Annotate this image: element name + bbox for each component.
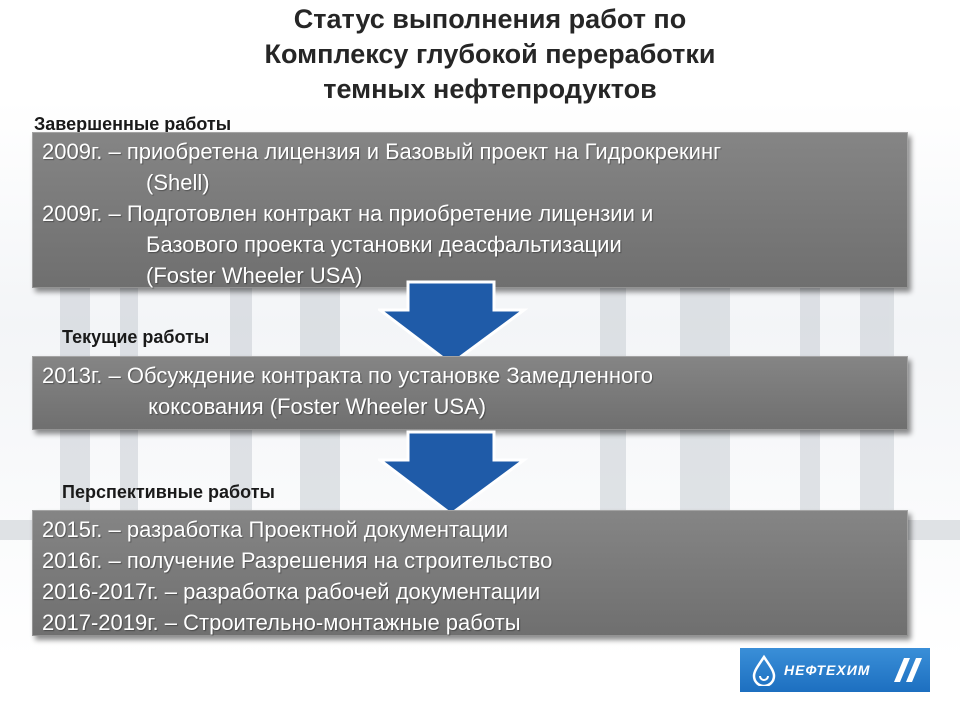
item-year: 2013г. – [42,363,127,388]
future-works-label: Перспективные работы [62,482,275,502]
company-logo: НЕФТЕХИМ [740,648,930,692]
slide-title: Статус выполнения работ по Комплексу глу… [170,2,810,107]
item-text-continued: (Shell) [146,170,210,195]
completed-item-2: 2009г. – Подготовлен контракт на приобре… [42,198,898,229]
item-text: Подготовлен контракт на приобретение лиц… [126,201,654,226]
item-year: 2009г. – [42,201,127,226]
item-year: 2009г. – [42,139,127,164]
logo-mark-icon [894,658,922,682]
completed-works-label: Завершенные работы [34,114,232,134]
title-line-3: темных нефтепродуктов [323,74,657,104]
future-item: 2015г. – разработка Проектной документац… [42,517,509,542]
current-works-box: 2013г. – Обсуждение контракта по установ… [32,356,908,430]
future-item: 2016г. – получение Разрешения на строите… [42,548,553,573]
logo-text: НЕФТЕХИМ [784,662,871,678]
item-text: приобретена лицензия и Базовый проект на… [126,139,722,164]
item-text-continued: (Foster Wheeler USA) [146,263,363,288]
drop-logo-icon [752,654,776,686]
title-line-2: Комплексу глубокой переработки [264,39,716,69]
item-text-continued: Базового проекта установки деасфальтизац… [146,232,622,257]
future-works-box: 2015г. – разработка Проектной документац… [32,510,908,636]
item-text: Обсуждение контракта по установке Замедл… [126,363,653,388]
completed-works-box: 2009г. – приобретена лицензия и Базовый … [32,132,908,288]
item-text-continued: коксования (Foster Wheeler USA) [142,394,487,419]
current-works-label: Текущие работы [62,327,210,347]
future-item: 2017-2019г. – Строительно-монтажные рабо… [42,610,521,635]
future-item: 2016-2017г. – разработка рабочей докумен… [42,579,541,604]
title-line-1: Статус выполнения работ по [293,4,687,34]
down-arrow-icon [378,430,528,516]
current-item-1: 2013г. – Обсуждение контракта по установ… [42,360,898,391]
down-arrow-icon [378,280,528,366]
completed-item-1: 2009г. – приобретена лицензия и Базовый … [42,136,898,167]
